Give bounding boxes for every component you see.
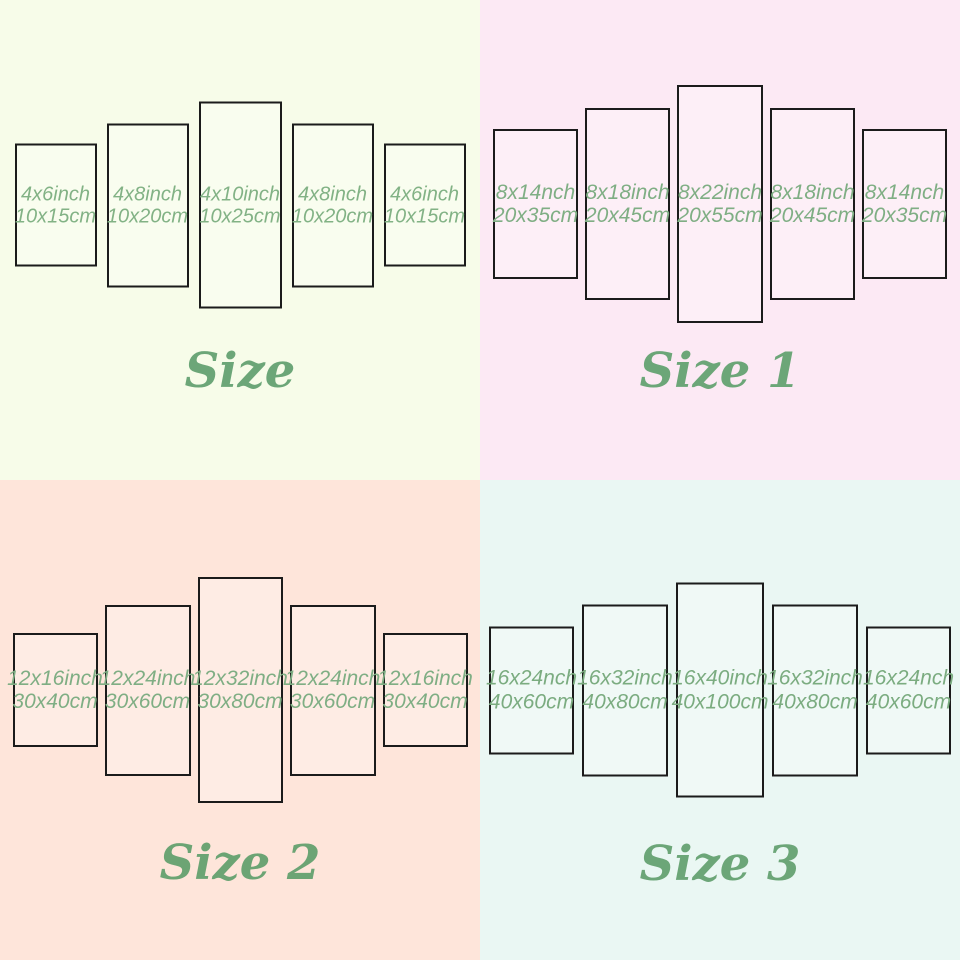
panel-size-cm: 20x35cm [861,204,948,227]
panel-size-cm: 10x15cm [383,205,466,227]
canvas-panel-3: 8x22inch 20x55cm [677,85,763,323]
panel-size-inches: 12x16inch [377,666,473,690]
panel-size-cm: 10x20cm [291,205,374,227]
canvas-panel-5: 8x14nch 20x35cm [862,129,947,279]
panel-size-cm: 20x45cm [769,204,856,227]
panel-size-cm: 40x80cm [582,690,668,713]
panel-size-inches: 16x40inch [672,666,768,690]
panel-size-cm: 10x20cm [106,205,189,227]
canvas-panel-5: 16x24nch 40x60cm [862,626,955,754]
size-chart-title: Size 1 [639,343,801,399]
panel-size-inches: 4x6inch [21,183,90,205]
canvas-panel-4: 4x8inch 10x20cm [291,123,374,287]
size-chart-title: Size 3 [639,836,801,892]
canvas-panel-5: 4x6inch 10x15cm [383,143,466,267]
canvas-panel-5: 12x16inch 30x40cm [377,633,473,747]
canvas-panel-2: 8x18inch 20x45cm [585,108,670,300]
panel-size-inches: 12x24inch [99,666,196,690]
canvas-panel-1: 4x6inch 10x15cm [14,143,97,267]
panel-size-inches: 4x8inch [298,183,367,205]
panel-size-inches: 8x22inch [677,180,763,204]
quadrant-size-2: 12x16inch 30x40cm 12x24inch 30x60cm 12x3… [0,480,480,960]
panel-size-inches: 8x18inch [770,180,855,204]
panel-size-inches: 16x32inch [767,666,863,690]
canvas-panel-2: 12x24inch 30x60cm [100,604,195,776]
canvas-panel-3: 12x32inch 30x80cm [192,577,288,803]
canvas-panel-4: 8x18inch 20x45cm [770,108,855,300]
quadrant-size-3: 16x24nch 40x60cm 16x32inch 40x80cm 16x40… [480,480,960,960]
canvas-panel-4: 12x24inch 30x60cm [285,604,380,776]
panel-size-cm: 40x60cm [488,690,575,713]
panel-size-inches: 16x32inch [577,666,673,690]
panel-size-inches: 4x6inch [390,183,459,205]
panel-size-cm: 30x40cm [12,690,98,713]
size-chart-title: Size [184,343,296,399]
panel-size-cm: 30x60cm [104,690,191,713]
panel-row: 4x6inch 10x15cm 4x8inch 10x20cm 4x10inch… [0,101,480,309]
panel-size-inches: 16x24nch [485,666,578,690]
panel-size-inches: 12x24inch [284,666,381,690]
quadrant-size: 4x6inch 10x15cm 4x8inch 10x20cm 4x10inch… [0,0,480,480]
panel-size-cm: 30x80cm [197,690,283,713]
canvas-panel-3: 4x10inch 10x25cm [198,101,282,309]
panel-size-inches: 12x16inch [7,666,103,690]
panel-size-inches: 12x32inch [192,666,288,690]
panel-row: 16x24nch 40x60cm 16x32inch 40x80cm 16x40… [480,582,960,798]
panel-row: 12x16inch 30x40cm 12x24inch 30x60cm 12x3… [0,577,480,803]
panel-size-cm: 40x60cm [865,690,952,713]
panel-size-inches: 8x14nch [864,180,945,204]
panel-size-inches: 4x8inch [113,183,182,205]
quadrant-size-1: 8x14nch 20x35cm 8x18inch 20x45cm 8x22inc… [480,0,960,480]
canvas-panel-2: 4x8inch 10x20cm [106,123,189,287]
panel-size-cm: 30x60cm [289,690,376,713]
panel-size-inches: 8x18inch [585,180,670,204]
panel-size-inches: 8x14nch [495,180,576,204]
canvas-panel-1: 16x24nch 40x60cm [485,626,578,754]
panel-size-cm: 10x15cm [14,205,97,227]
panel-row: 8x14nch 20x35cm 8x18inch 20x45cm 8x22inc… [480,85,960,323]
panel-size-inches: 4x10inch [199,183,281,205]
canvas-panel-1: 12x16inch 30x40cm [7,633,103,747]
canvas-panel-2: 16x32inch 40x80cm [577,604,673,776]
canvas-panel-4: 16x32inch 40x80cm [767,604,863,776]
panel-size-cm: 30x40cm [382,690,468,713]
size-chart-title: Size 2 [159,835,321,891]
panel-size-cm: 20x45cm [584,204,671,227]
panel-size-cm: 20x55cm [677,204,763,227]
panel-size-cm: 40x100cm [671,690,769,713]
panel-size-cm: 10x25cm [199,205,281,227]
panel-size-cm: 20x35cm [492,204,579,227]
canvas-panel-3: 16x40inch 40x100cm [672,582,768,798]
panel-size-inches: 16x24nch [862,666,955,690]
canvas-panel-1: 8x14nch 20x35cm [493,129,578,279]
panel-size-cm: 40x80cm [772,690,858,713]
